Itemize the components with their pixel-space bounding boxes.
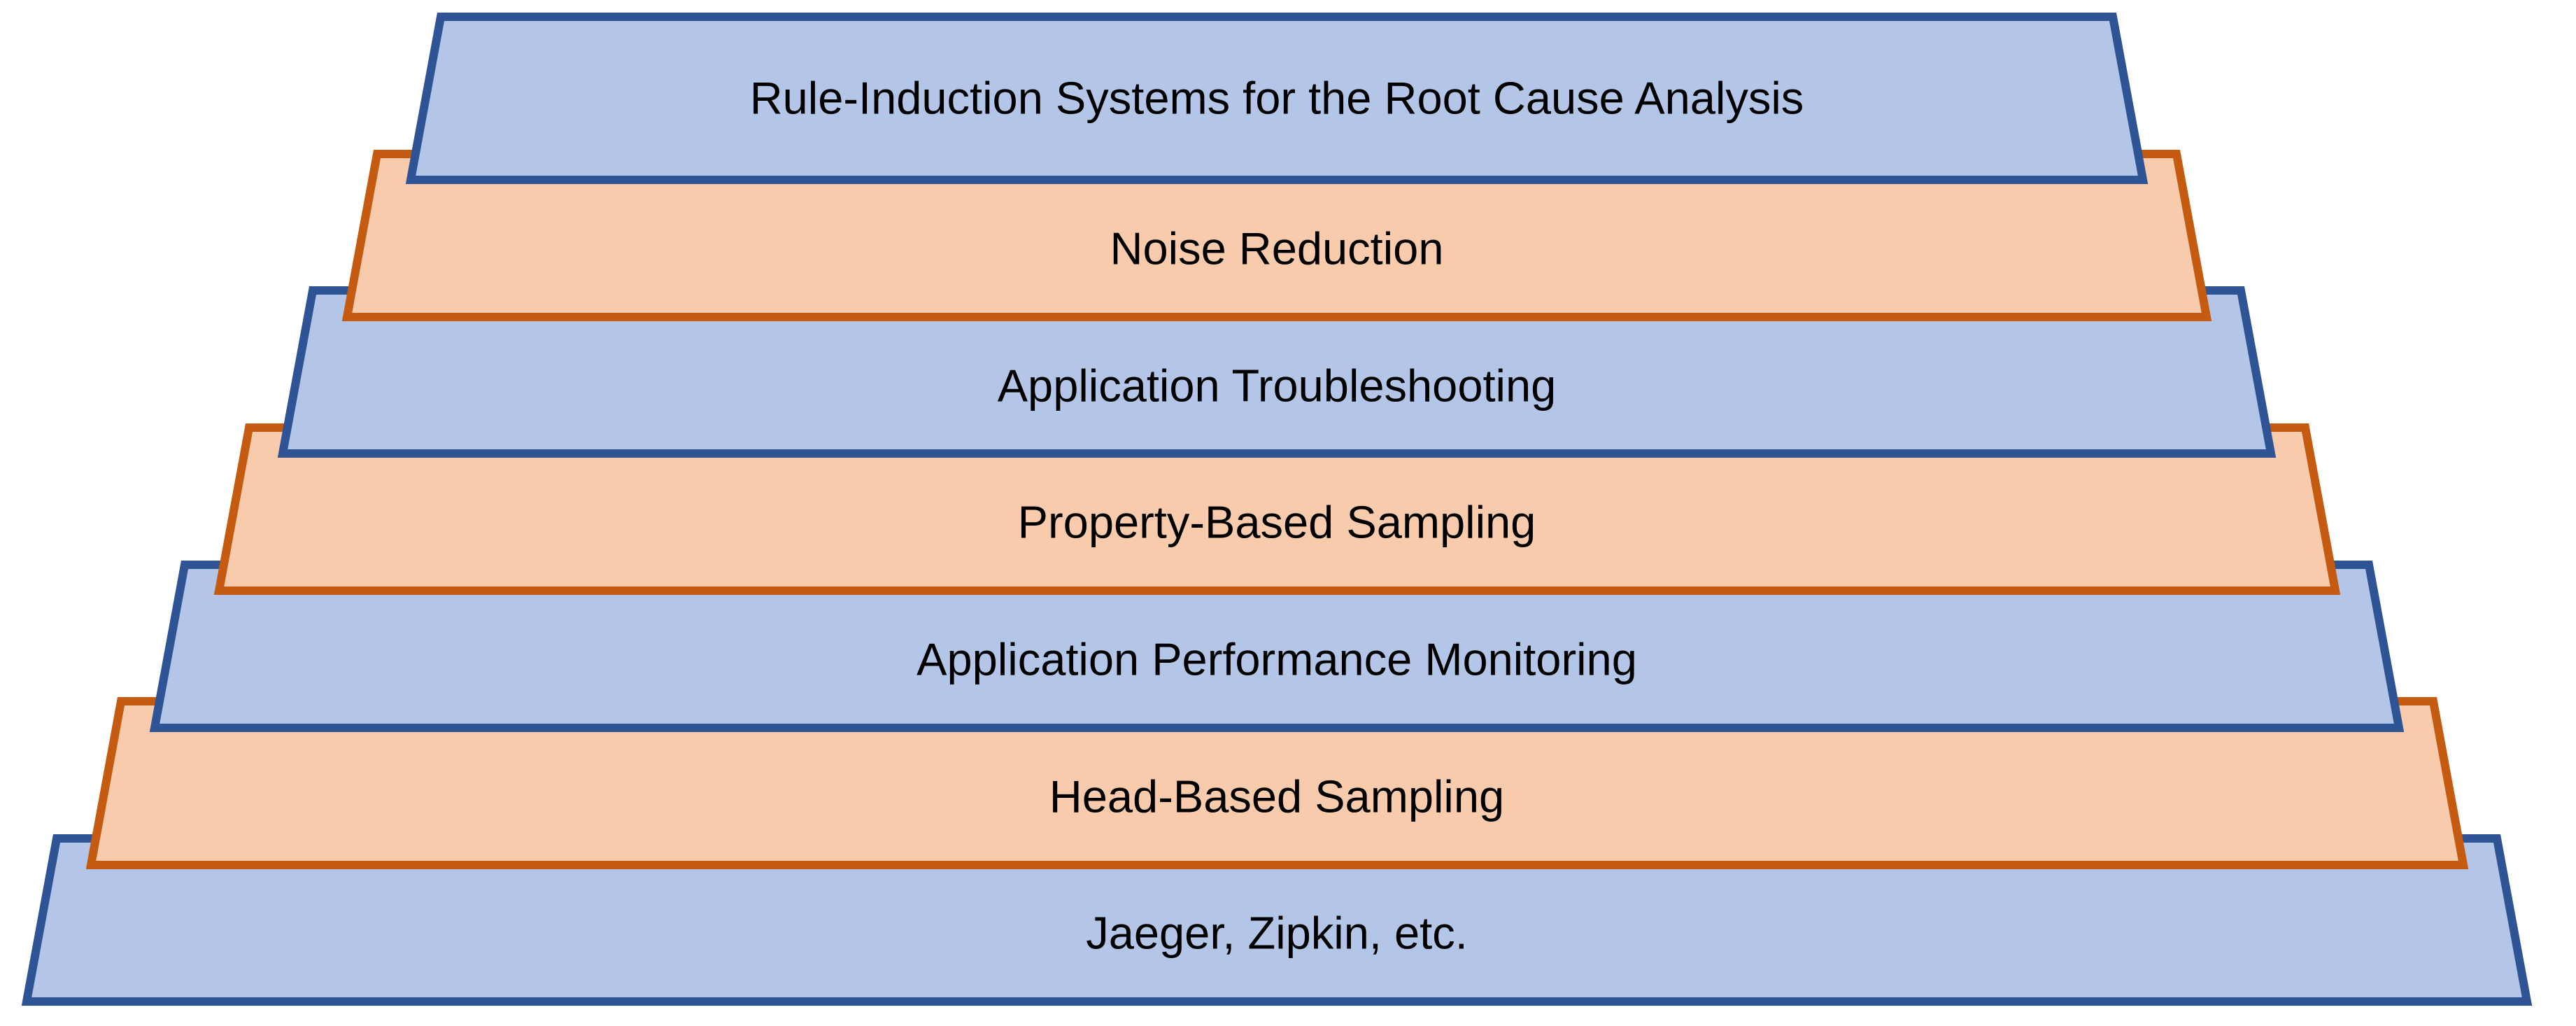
pyramid-level-3-label: Application Troubleshooting (998, 360, 1557, 412)
pyramid-level-1 (405, 13, 2149, 184)
pyramid-level-6-label: Head-Based Sampling (1049, 771, 1504, 822)
pyramid-level-1-shape (405, 13, 2149, 184)
pyramid-level-5-label: Application Performance Monitoring (917, 634, 1637, 685)
pyramid-level-4-label: Property-Based Sampling (1018, 497, 1536, 548)
pyramid-level-2-label: Noise Reduction (1110, 223, 1444, 274)
pyramid-level-7-label: Jaeger, Zipkin, etc. (1086, 908, 1468, 959)
pyramid-level-1-label: Rule-Induction Systems for the Root Caus… (750, 73, 1804, 124)
